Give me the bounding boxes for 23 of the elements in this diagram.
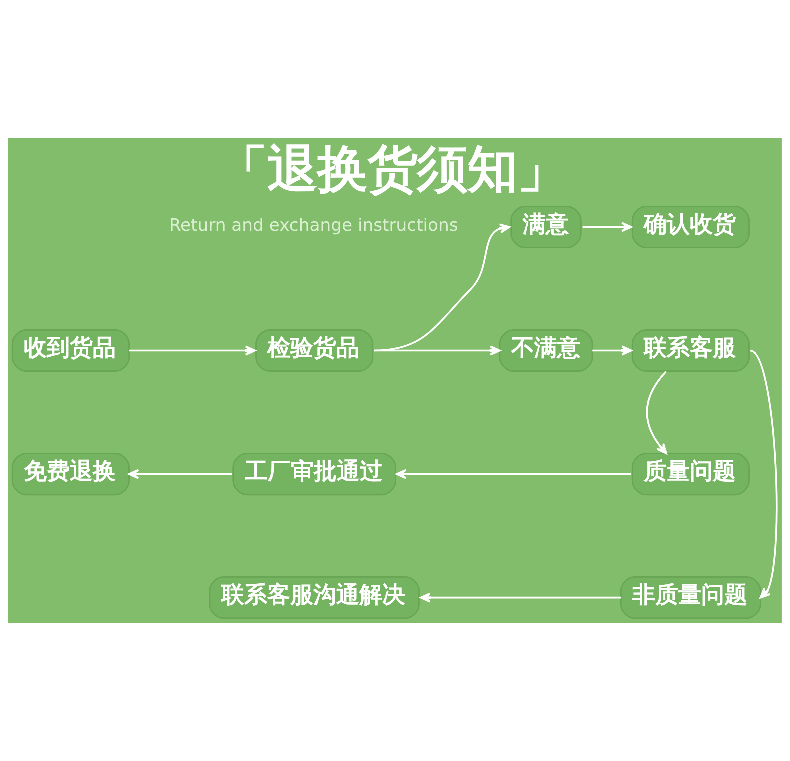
node-box: 确认收货	[632, 206, 750, 248]
arrow	[582, 222, 632, 232]
node-box: 质量问题	[632, 453, 750, 496]
node-box: 非质量问题	[620, 576, 762, 620]
arrow	[129, 346, 256, 356]
node-box: 不满意	[499, 329, 594, 372]
node-box: 联系客服	[632, 329, 750, 372]
arrow	[396, 469, 632, 480]
arrow	[374, 224, 511, 352]
arrow	[592, 346, 632, 356]
arrow	[750, 350, 778, 599]
node-box: 联系客服沟通解决	[209, 576, 420, 620]
arrow	[128, 469, 232, 480]
label: Return and exchange instructions	[169, 216, 458, 236]
node-box: 检验货品	[256, 329, 374, 372]
node-box: 收到货品	[12, 329, 130, 372]
arrow	[420, 592, 622, 603]
node-box: 工厂审批通过	[232, 453, 396, 496]
diagram-title: 「退换货须知」	[218, 139, 568, 198]
arrow	[374, 346, 501, 356]
node-box: 满意	[510, 206, 582, 248]
arrow	[646, 371, 668, 454]
node-box: 免费退换	[12, 453, 130, 496]
